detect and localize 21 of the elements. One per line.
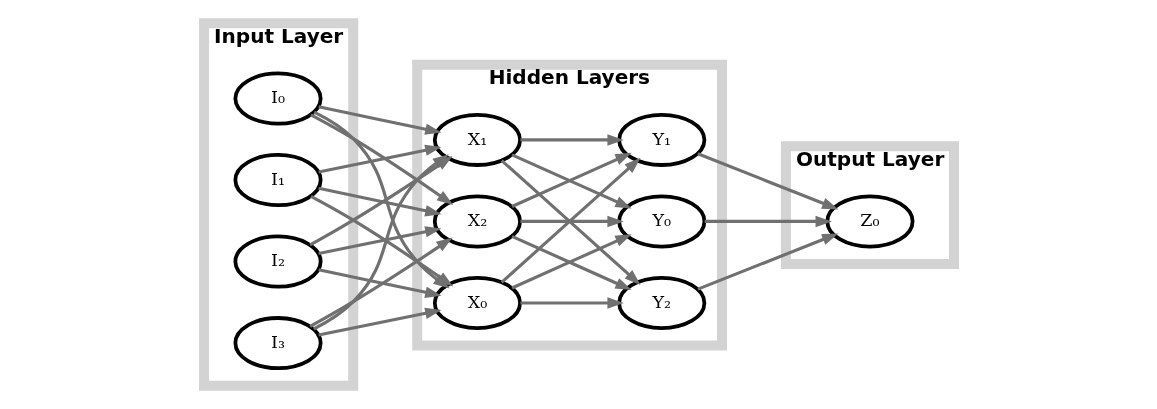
- node-ellipse: X₂: [432, 194, 522, 249]
- node-ellipse: Y₁: [616, 112, 706, 167]
- node-ellipse: Z₀: [824, 194, 914, 249]
- node-ellipse: I₃: [233, 316, 323, 371]
- node-ellipse: Y₂: [616, 276, 706, 330]
- node-ellipse: Y₀: [616, 194, 706, 249]
- node-ellipse: I₂: [233, 234, 323, 289]
- arrow: [519, 215, 624, 228]
- arrow: [704, 215, 832, 228]
- arrow: [317, 307, 441, 337]
- node-ellipse: I₀: [233, 71, 323, 126]
- arrow: [317, 226, 441, 256]
- arrow: [317, 268, 441, 298]
- node-ellipse: I₁: [233, 153, 323, 207]
- arrow: [317, 105, 441, 135]
- arrow: [696, 152, 838, 210]
- arrow: [696, 233, 838, 291]
- arrow: [317, 144, 441, 174]
- arrow: [519, 297, 624, 309]
- arrow: [519, 134, 624, 146]
- arrow: [317, 186, 441, 217]
